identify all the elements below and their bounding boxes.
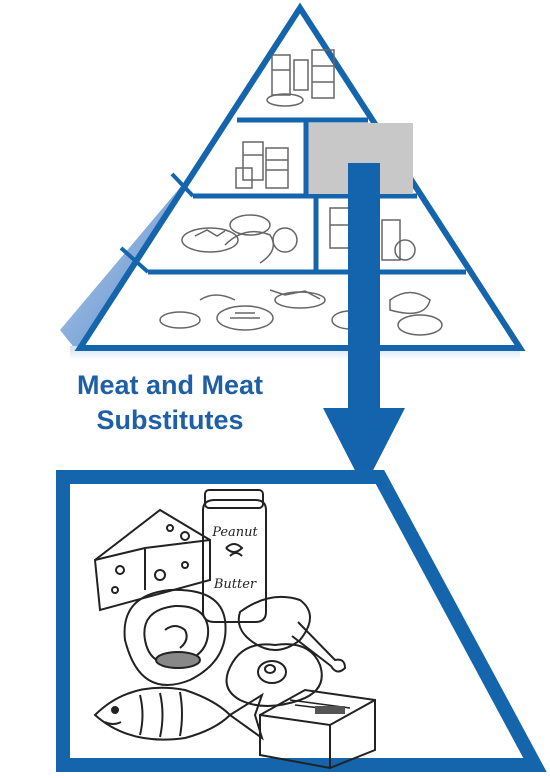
caption-line-2: Substitutes xyxy=(60,403,280,438)
detail-frame xyxy=(63,477,535,765)
jar-label-line1: Peanut xyxy=(211,525,258,540)
meat-group-detail: Peanut Butter xyxy=(63,477,535,768)
food-pyramid xyxy=(60,5,520,360)
caption-line-1: Meat and Meat xyxy=(60,368,280,403)
food-group-caption: Meat and Meat Substitutes xyxy=(60,368,280,438)
jar-label-line2: Butter xyxy=(213,577,257,592)
pyramid-outline xyxy=(80,8,520,348)
